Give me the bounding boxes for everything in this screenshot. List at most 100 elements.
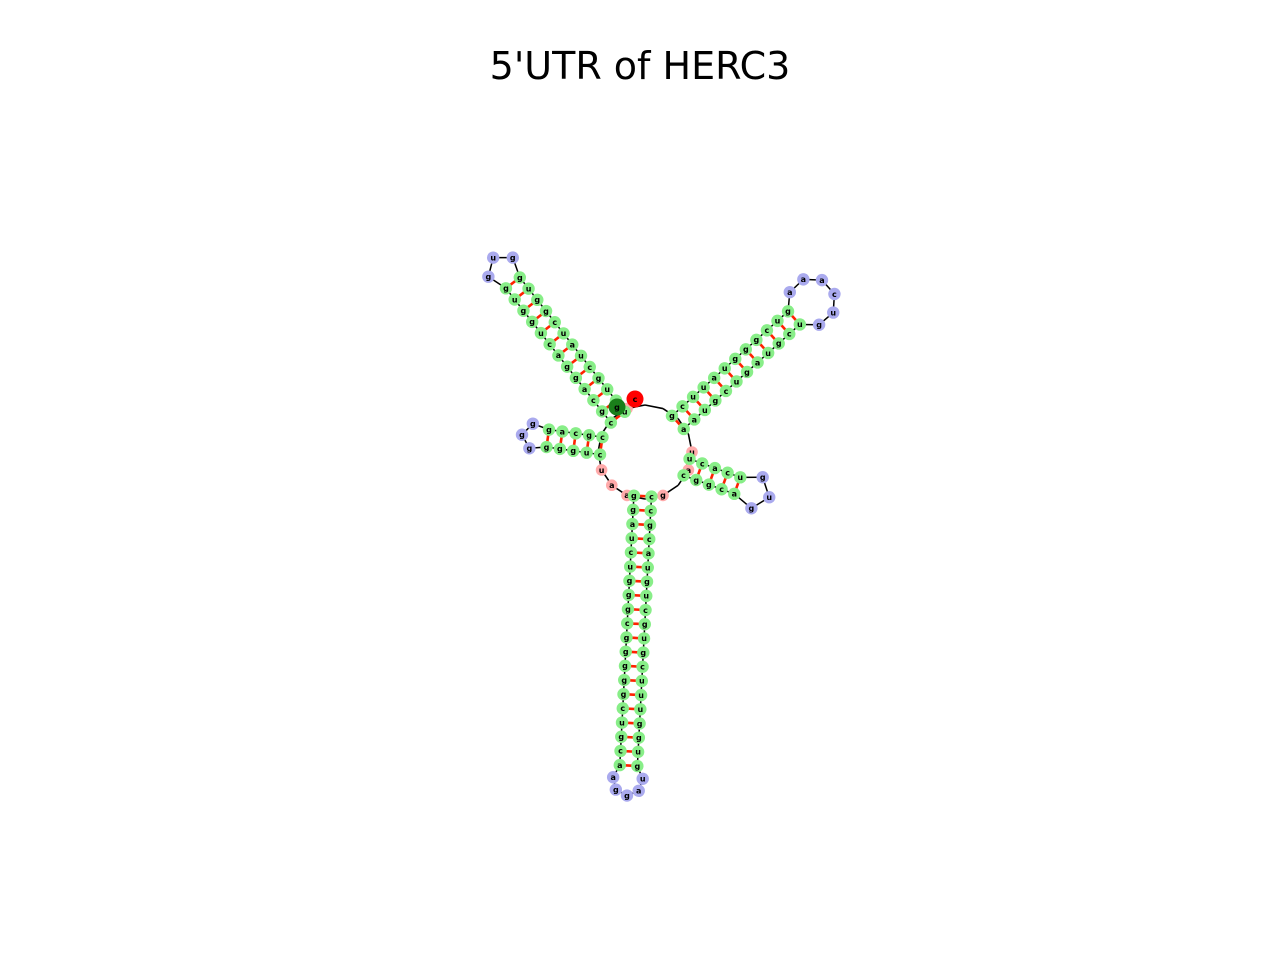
nucleotide: u [580, 446, 593, 459]
nucleotide: c [548, 316, 561, 329]
nucleotide: c [587, 394, 600, 407]
nucleotide-letter: u [512, 295, 518, 304]
nucleotide-circle [574, 349, 588, 363]
nucleotide-letter: g [623, 647, 629, 656]
nucleotide: g [621, 602, 635, 616]
nucleotide-letter: c [787, 330, 792, 339]
nucleotide: c [644, 504, 657, 517]
nucleotide: c [569, 427, 582, 440]
nucleotide-letter: g [485, 272, 491, 281]
nucleotide-circle [486, 251, 500, 264]
nucleotide: c [643, 532, 656, 546]
nucleotide-circle [697, 381, 710, 394]
nucleotide-letter: c [680, 402, 685, 411]
nucleotide: a [815, 273, 829, 287]
nucleotide-letter: g [621, 676, 627, 685]
nucleotide-circle [615, 716, 629, 729]
nucleotide: u [683, 452, 696, 466]
nucleotide-circle [632, 731, 646, 744]
nucleotide-circle [641, 561, 654, 574]
nucleotide: u [635, 674, 649, 688]
nucleotide-circle [567, 444, 580, 458]
nucleotide: g [499, 282, 513, 295]
nucleotide: g [627, 489, 641, 502]
nucleotide-letter: u [701, 383, 707, 392]
nucleotide-circle [643, 518, 657, 532]
nucleotide-circle [718, 362, 731, 375]
nucleotide-circle [637, 646, 650, 659]
nucleotide-circle [828, 287, 841, 301]
nucleotide-letter: u [639, 677, 645, 686]
nucleotide-circle [522, 282, 535, 295]
nucleotide-letter: c [640, 663, 645, 672]
nucleotide-letter: c [765, 326, 770, 335]
nucleotide-circle [618, 673, 631, 687]
nucleotide: g [781, 305, 795, 318]
nucleotide-letter: g [530, 419, 536, 428]
nucleotide: g [633, 717, 646, 730]
nucleotide-letter: g [519, 431, 525, 440]
nucleotide: g [513, 271, 527, 284]
nucleotide-letter: g [624, 791, 630, 800]
nucleotide-letter: a [819, 276, 824, 285]
nucleotide: g [620, 631, 633, 644]
nucleotide-circle [523, 442, 536, 455]
nucleotide: a [783, 285, 797, 299]
nucleotide-letter: u [734, 377, 740, 386]
nucleotide-circle [702, 478, 716, 491]
nucleotide-circle [756, 471, 769, 484]
nucleotide-circle [783, 327, 796, 341]
nucleotide-letter: g [618, 733, 624, 742]
nucleotide-circle [640, 589, 653, 603]
nucleotide-letter: g [573, 374, 579, 383]
nucleotide-circle [557, 327, 570, 340]
nucleotide: u [763, 491, 776, 504]
nucleotide-letter: g [570, 447, 576, 456]
nucleotide: g [740, 365, 754, 379]
nucleotide: g [523, 442, 536, 455]
nucleotide: c [636, 660, 649, 673]
nucleotide-letter: u [643, 592, 649, 601]
nucleotide-circle [515, 428, 529, 441]
nucleotide-circle [729, 352, 742, 366]
nucleotide: a [552, 349, 565, 362]
nucleotide: a [626, 517, 639, 531]
nucleotide: a [606, 771, 620, 784]
nucleotide: c [760, 324, 774, 337]
nucleotide-letter: u [641, 634, 647, 643]
nucleotide-circle [578, 382, 591, 396]
backbone-segment [644, 404, 664, 410]
nucleotide-letter: u [797, 320, 803, 329]
nucleotide: u [625, 532, 638, 545]
nucleotide-circle [601, 383, 614, 396]
nucleotide-circle [615, 730, 628, 743]
nucleotide-letter: a [801, 275, 806, 284]
nucleotide-circle [583, 360, 596, 374]
nucleotide-letter: u [619, 718, 625, 727]
nucleotide: g [526, 417, 540, 430]
nucleotide-letter: a [624, 491, 629, 500]
nucleotide-circle [623, 574, 636, 587]
nucleotide: u [634, 688, 648, 702]
nucleotide-circle [624, 546, 638, 559]
nucleotide-circle [730, 375, 743, 388]
nucleotide-letter: u [640, 775, 646, 784]
nucleotide-circle [721, 466, 734, 479]
nucleotide: g [729, 352, 742, 366]
nucleotide-circle [595, 464, 608, 476]
nucleotide-letter: u [766, 493, 772, 502]
nucleotide: a [751, 356, 764, 369]
nucleotide: a [688, 413, 701, 426]
nucleotide: u [730, 375, 743, 388]
nucleotide-letter: a [692, 415, 697, 424]
nucleotide: a [613, 758, 626, 772]
nucleotide: c [543, 338, 556, 351]
nucleotide-letter: g [613, 785, 619, 794]
nucleotide: u [636, 772, 649, 785]
nucleotide-circle [605, 479, 618, 492]
nucleotide-letter: a [560, 427, 565, 436]
nucleotide: a [642, 547, 655, 560]
nucleotide-letter: u [584, 448, 590, 457]
nucleotide-letter: c [647, 535, 652, 544]
nucleotide-letter: a [630, 520, 635, 529]
